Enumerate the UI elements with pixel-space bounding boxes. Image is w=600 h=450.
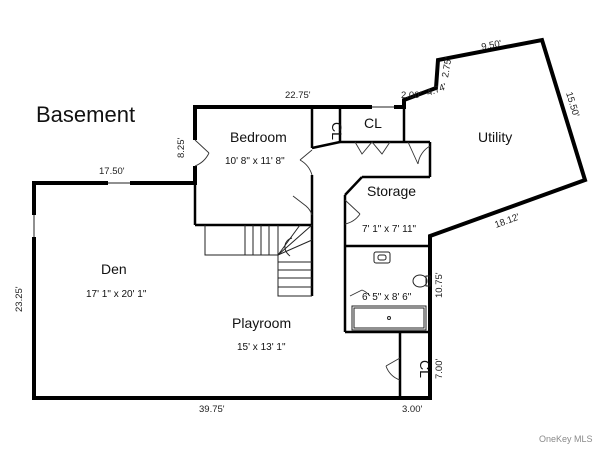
- utility-label: Utility: [478, 129, 512, 145]
- bedroom-size: 10' 8" x 11' 8": [225, 156, 285, 167]
- exterior-openings: [31, 104, 394, 237]
- playroom-size: 15' x 13' 1": [237, 342, 286, 353]
- dim-diag-top: 9.50': [480, 38, 502, 53]
- bedroom-label: Bedroom: [230, 129, 287, 145]
- den-label: Den: [101, 261, 127, 277]
- den-size: 17' 1" x 20' 1": [86, 289, 147, 300]
- bath-size: 6' 5" x 8' 6": [362, 292, 412, 303]
- storage-size: 7' 1" x 7' 11": [362, 224, 417, 235]
- dim-top-bedroom: 22.75': [285, 90, 311, 101]
- dim-right-lower: 7.00': [434, 359, 445, 379]
- playroom-label: Playroom: [232, 315, 291, 331]
- dim-top-right: 2.00': [401, 90, 421, 101]
- plan-title: Basement: [36, 102, 135, 127]
- closet-b-label: CL: [364, 115, 382, 131]
- closet-a-label: CL: [329, 122, 345, 140]
- dim-diag-b: 2.75': [440, 56, 454, 78]
- dim-den-left: 23.25': [14, 286, 25, 312]
- bath-fixtures: [351, 251, 431, 331]
- dimension-labels: 22.75' 2.00' 4.74' 2.75' 9.50' 15.50' 18…: [14, 38, 581, 415]
- dim-bottom-right: 3.00': [402, 404, 422, 415]
- dim-bottom-main: 39.75': [199, 404, 225, 415]
- storage-label: Storage: [367, 183, 416, 199]
- dim-right-mid: 10.75': [434, 272, 445, 298]
- dim-diag-bottom: 18.12': [493, 212, 521, 231]
- interior-walls: [193, 107, 432, 398]
- exterior-walls: [32, 37, 588, 400]
- dim-diag-a: 4.74': [425, 81, 448, 98]
- dim-left-step: 8.25': [176, 138, 187, 158]
- dim-den-top: 17.50': [99, 166, 125, 177]
- closet-c-label: CL: [417, 360, 433, 378]
- watermark: OneKey MLS: [539, 434, 593, 444]
- staircase: [204, 224, 313, 297]
- room-labels: Bedroom 10' 8" x 11' 8" Den 17' 1" x 20'…: [86, 115, 512, 378]
- interior-doors: [292, 141, 431, 381]
